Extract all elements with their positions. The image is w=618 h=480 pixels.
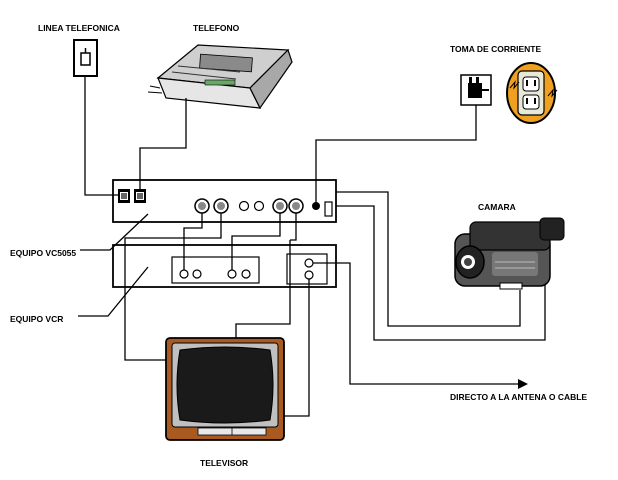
wire-phone-line [84, 76, 118, 196]
wire-camera-2 [336, 205, 546, 341]
wire-vcr-tv-side [284, 279, 310, 417]
camcorder-icon [454, 217, 565, 290]
wire-vc-vcr-3 [231, 213, 281, 270]
phone-port-1 [118, 189, 130, 203]
wire-vc-vcr-1 [183, 213, 203, 270]
antenna-label: DIRECTO A LA ANTENA O CABLE [450, 392, 587, 402]
wall-outlet-icon [506, 62, 558, 124]
wire-vc-vcr-4 [290, 213, 297, 241]
telephone-icon [147, 44, 293, 110]
wire-vc-vcr-2 [182, 213, 222, 239]
tv-label: TELEVISOR [200, 458, 248, 468]
outlet-label: TOMA DE CORRIENTE [450, 44, 541, 54]
wire-vcr-tv-top [235, 240, 291, 338]
vcr-device [112, 244, 337, 288]
vc5055-label: EQUIPO VC5055 [10, 248, 76, 258]
vcr-label: EQUIPO VCR [10, 314, 63, 324]
leader-vcr [78, 266, 149, 317]
wiring [78, 76, 546, 417]
leader-vc5055 [80, 213, 149, 251]
vc5055-device [112, 179, 337, 223]
phone-port-2 [134, 189, 146, 203]
wire-camera-1 [336, 191, 521, 327]
wire-power [315, 105, 477, 206]
wire-antenna [313, 262, 520, 385]
antenna-arrow [518, 379, 528, 389]
telephone-label: TELEFONO [193, 23, 240, 33]
phone-line-label: LINEA TELEFONICA [38, 23, 120, 33]
phone-jack-icon [73, 39, 98, 77]
plug-icon [460, 74, 492, 106]
television-icon [165, 337, 285, 441]
wire-vc-tv [124, 237, 182, 361]
camera-label: CAMARA [478, 202, 516, 212]
wire-telephone [139, 98, 187, 189]
